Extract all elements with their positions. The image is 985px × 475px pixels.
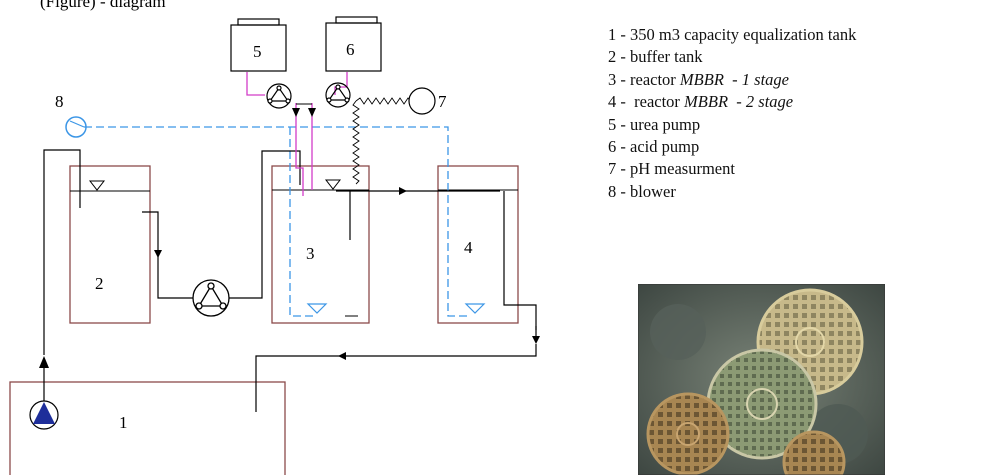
equalization-tank-1	[9, 381, 286, 475]
dosing-arrow-acid	[308, 108, 316, 117]
air-line	[84, 126, 470, 317]
label-5: 5	[253, 42, 262, 61]
buffer-tank-2	[69, 165, 151, 324]
legend-item-2: 2 - buffer tank	[608, 47, 703, 67]
label-3: 3	[306, 244, 315, 263]
caption-fragment: (Figure) - diagram	[40, 0, 166, 11]
level-marker-3	[324, 179, 342, 190]
acid-tank-6	[325, 16, 382, 72]
blower-inlet	[69, 120, 85, 128]
legend-item-8: 8 - blower	[608, 181, 676, 201]
label-6: 6	[346, 40, 355, 59]
process-piping	[43, 149, 540, 412]
legend-item-3: 3 - reactor MBBR - 1 stage	[608, 69, 789, 89]
legend: 1 - 350 m3 capacity equalization tank 2 …	[608, 24, 978, 203]
label-4: 4	[464, 238, 473, 257]
reactor-tank-3	[271, 165, 370, 324]
legend-item-6: 6 - acid pump	[608, 137, 700, 157]
urea-tank-5	[230, 18, 287, 72]
legend-item-5: 5 - urea pump	[608, 114, 701, 134]
ph-sensor-7	[408, 87, 436, 115]
diffuser-4	[464, 303, 486, 314]
legend-item-1: 1 - 350 m3 capacity equalization tank	[608, 25, 857, 44]
transfer-pump-symbol	[192, 279, 230, 317]
carrier-left	[646, 392, 730, 475]
feed-pump-symbol	[29, 400, 59, 430]
label-2: 2	[95, 274, 104, 293]
legend-item-4: 4 - reactor MBBR - 2 stage	[608, 92, 794, 112]
feed-arrow	[39, 356, 49, 368]
legend-item-7: 7 - pH measurment	[608, 159, 735, 179]
diffuser-3	[306, 303, 328, 314]
mbbr-carrier-photo	[638, 284, 885, 475]
urea-pump-symbol	[266, 83, 292, 109]
dosing-lines	[246, 72, 348, 196]
blower-8	[65, 116, 87, 138]
process-diagram: (Figure) - diagram 1 2 3 4 5 6 7 8	[9, 0, 540, 475]
level-marker-2	[88, 180, 106, 191]
reactor-tank-4	[437, 165, 519, 324]
label-8: 8	[55, 92, 64, 111]
ph-probe-drop	[352, 100, 360, 185]
label-1: 1	[119, 413, 128, 432]
carrier-bottom-right	[782, 430, 846, 475]
label-7: 7	[438, 92, 447, 111]
acid-pump-symbol	[325, 82, 351, 108]
dosing-arrow-urea	[292, 108, 300, 117]
